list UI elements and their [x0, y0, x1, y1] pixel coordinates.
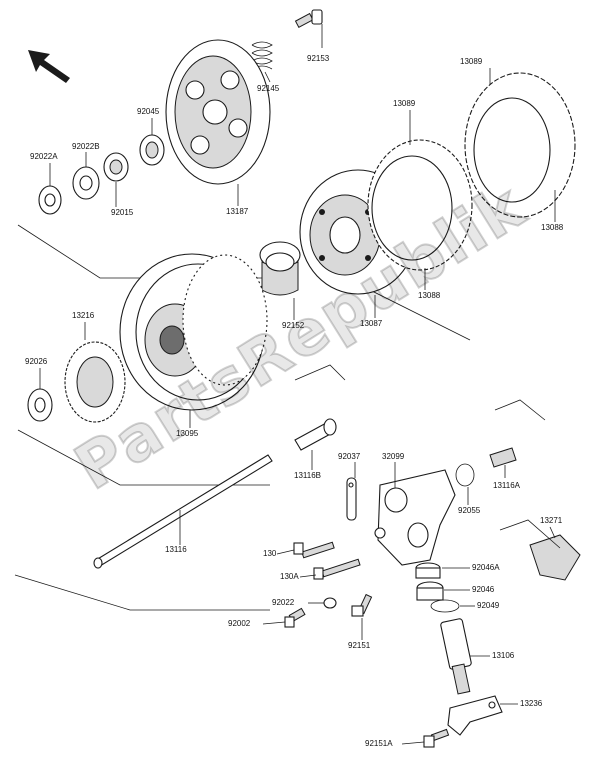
label-92022[interactable]: 92022	[272, 598, 295, 607]
friction-plates	[367, 139, 473, 271]
bolt-92151a	[423, 728, 450, 748]
push-rod-piece	[489, 447, 517, 468]
label-13116[interactable]: 13116	[165, 545, 187, 554]
label-92153[interactable]: 92153	[307, 54, 330, 63]
label-92002[interactable]: 92002	[228, 619, 251, 628]
bearing	[139, 134, 165, 166]
leader-lines	[39, 24, 556, 745]
label-13088-b[interactable]: 13088	[541, 223, 564, 232]
label-13089-a[interactable]: 13089	[393, 99, 416, 108]
label-13095[interactable]: 13095	[176, 429, 199, 438]
washer-a	[38, 185, 62, 215]
label-92049[interactable]: 92049	[477, 601, 500, 610]
label-13236[interactable]: 13236	[520, 699, 543, 708]
bolt-92151	[351, 593, 373, 617]
label-32099[interactable]: 32099	[382, 452, 405, 461]
release-housing	[374, 469, 456, 566]
label-13089-b[interactable]: 13089	[460, 57, 483, 66]
release-shaft	[440, 618, 472, 695]
clutch-spring	[251, 41, 273, 70]
label-92045[interactable]: 92045	[137, 107, 160, 116]
label-13187[interactable]: 13187	[226, 207, 249, 216]
label-92022b[interactable]: 92022B	[72, 142, 100, 151]
clutch-lever	[346, 477, 357, 521]
cover-bracket	[499, 519, 581, 581]
label-13116b[interactable]: 13116B	[294, 471, 321, 480]
label-92022a[interactable]: 92022A	[30, 152, 58, 161]
clutch-housing	[119, 253, 268, 411]
thrust-washer	[27, 388, 53, 422]
label-92151a[interactable]: 92151A	[365, 739, 393, 748]
label-92046[interactable]: 92046	[472, 585, 495, 594]
bolt-92002	[284, 607, 306, 628]
label-92046a[interactable]: 92046A	[472, 563, 500, 572]
primary-gear	[64, 341, 126, 423]
push-rod-short	[294, 418, 337, 451]
washer-92022	[323, 597, 337, 609]
push-rod-long	[93, 454, 273, 569]
label-13106[interactable]: 13106	[492, 651, 515, 660]
label-13088-a[interactable]: 13088	[418, 291, 441, 300]
bolt-130a	[313, 558, 361, 580]
label-92055[interactable]: 92055	[458, 506, 481, 515]
front-direction-arrow	[28, 50, 70, 83]
label-13216[interactable]: 13216	[72, 311, 95, 320]
washer-b	[72, 166, 100, 200]
label-92152[interactable]: 92152	[282, 321, 305, 330]
release-arm	[447, 695, 503, 736]
label-92145[interactable]: 92145	[257, 84, 280, 93]
o-ring	[455, 463, 475, 487]
label-92151[interactable]: 92151	[348, 641, 371, 650]
label-92015[interactable]: 92015	[111, 208, 134, 217]
bushing-ring	[430, 599, 460, 613]
pressure-plate	[165, 39, 271, 185]
label-130[interactable]: 130	[263, 549, 277, 558]
steel-plates	[464, 72, 576, 218]
oil-seal	[416, 581, 444, 601]
label-13116a[interactable]: 13116A	[493, 481, 520, 490]
lock-nut	[103, 152, 129, 182]
label-130a[interactable]: 130A	[280, 572, 299, 581]
label-13087[interactable]: 13087	[360, 319, 383, 328]
label-13271[interactable]: 13271	[540, 516, 563, 525]
spring-bolt	[294, 9, 323, 28]
label-92026[interactable]: 92026	[25, 357, 48, 366]
label-92037[interactable]: 92037	[338, 452, 361, 461]
spacer-collar	[259, 241, 301, 296]
bolt-130	[293, 541, 335, 559]
oil-seal-a	[415, 562, 441, 579]
